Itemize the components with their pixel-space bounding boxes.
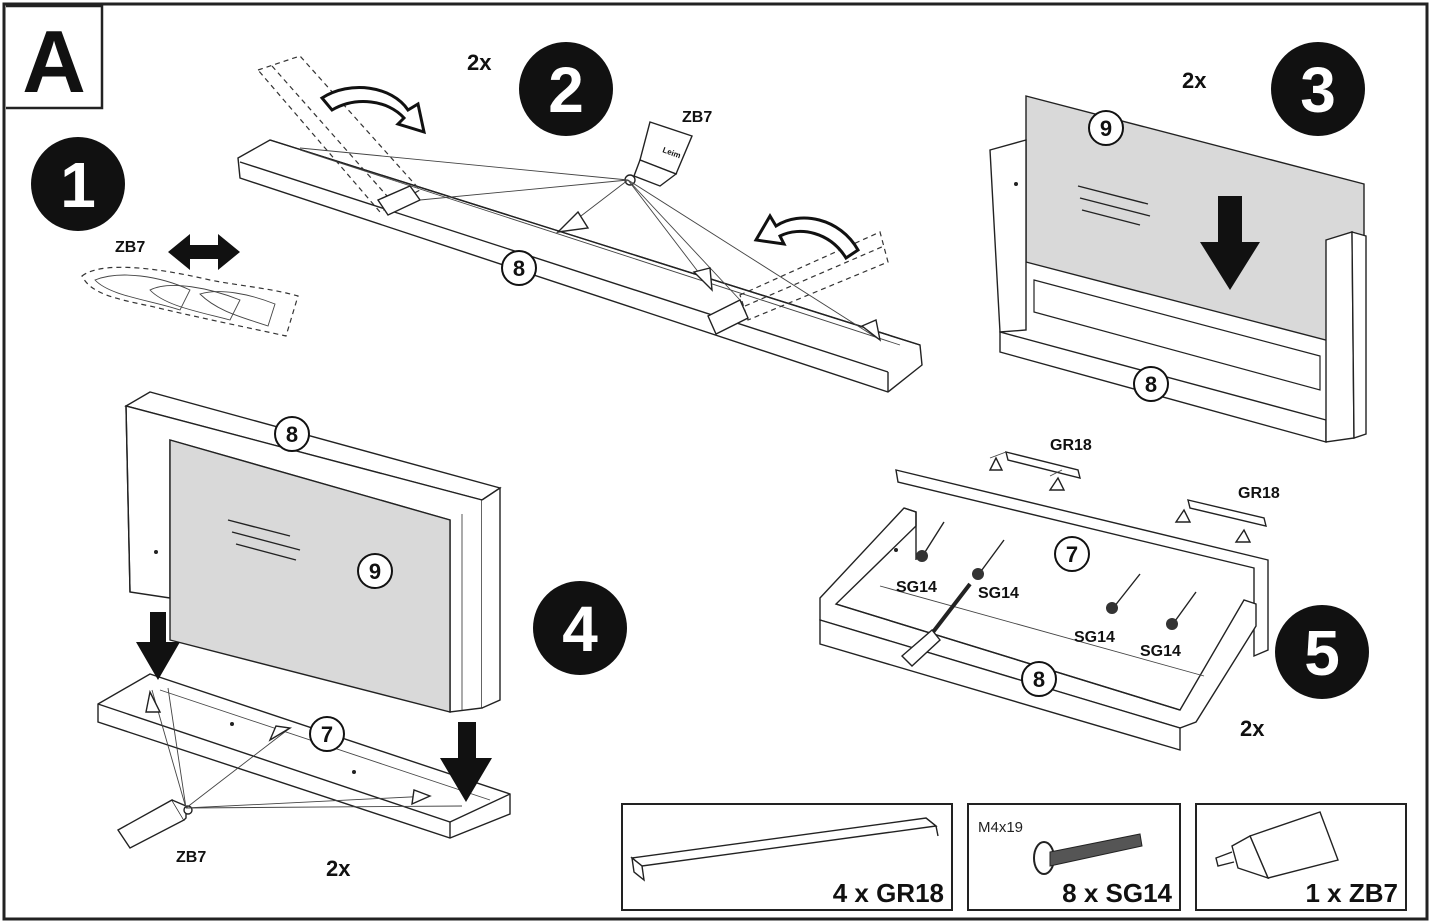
svg-text:8: 8 xyxy=(286,422,298,447)
step-2-part-label: 8 xyxy=(501,250,537,286)
section-letter-box: A xyxy=(6,4,104,111)
down-arrow-left-icon xyxy=(136,612,180,680)
step-4-glue-label: ZB7 xyxy=(176,849,206,866)
step-5-part-8-label: 8 xyxy=(1021,661,1057,697)
screw-sg14-icon xyxy=(1033,833,1143,875)
part-box-zb7: 1 x ZB7 xyxy=(1195,803,1407,911)
svg-text:8: 8 xyxy=(1145,372,1157,397)
step-3-badge: 3 xyxy=(1271,42,1365,136)
step-3: 2x 3 9 8 xyxy=(989,42,1367,443)
rail-label-left: GR18 xyxy=(1050,437,1092,454)
step-5-badge: 5 xyxy=(1275,605,1369,699)
step-3-part-8-label: 8 xyxy=(1133,366,1169,402)
back-board-part-7 xyxy=(895,469,1269,658)
upright-assembly xyxy=(124,391,502,713)
rail-part-8 xyxy=(237,139,923,393)
rotate-arrow-left-icon xyxy=(319,86,427,135)
step-3-multiplier: 2x xyxy=(1182,68,1207,93)
step-4-part-8-label: 8 xyxy=(274,416,310,452)
screw-label-4: SG14 xyxy=(1140,643,1181,660)
svg-text:8: 8 xyxy=(1033,667,1045,692)
part-sg14-quantity: 8 x SG14 xyxy=(1062,878,1172,908)
panel-lines-step3 xyxy=(1077,185,1151,226)
svg-text:8: 8 xyxy=(513,256,525,281)
section-letter: A xyxy=(22,12,86,111)
svg-text:7: 7 xyxy=(321,722,333,747)
step-2-badge: 2 xyxy=(519,42,613,136)
step-1: 1 ZB7 xyxy=(31,137,299,337)
rail-label-right: GR18 xyxy=(1238,485,1280,502)
glue-pointers-step4 xyxy=(145,687,463,809)
step-3-number: 3 xyxy=(1300,54,1336,126)
screw-icon xyxy=(916,521,1197,630)
step-2-glue-label: ZB7 xyxy=(682,109,712,126)
svg-text:9: 9 xyxy=(1100,116,1112,141)
step-2-number: 2 xyxy=(548,54,584,126)
step-3-part-9-label: 9 xyxy=(1088,110,1124,146)
end-cap-right xyxy=(707,299,749,335)
glue-tube-step4-icon xyxy=(116,799,193,849)
frame-step3 xyxy=(989,139,1367,443)
step-4: 4 xyxy=(97,391,627,881)
step-4-part-7-label: 7 xyxy=(309,716,345,752)
step-4-badge: 4 xyxy=(533,581,627,675)
step-5: 5 2x GR18 GR18 xyxy=(819,437,1369,751)
down-arrow-right-icon xyxy=(440,722,492,802)
rail-gr18-left xyxy=(988,451,1081,491)
step-5-multiplier: 2x xyxy=(1240,716,1265,741)
step-4-number: 4 xyxy=(562,593,598,665)
rotate-arrow-right-icon xyxy=(753,213,860,261)
glue-pointers xyxy=(299,147,882,342)
down-arrow-icon xyxy=(1200,196,1260,290)
step-4-part-9-label: 9 xyxy=(357,553,393,589)
glue-tube-open-icon xyxy=(81,266,299,337)
part-box-sg14: M4x19 8 x SG14 xyxy=(967,803,1181,911)
step-1-number: 1 xyxy=(60,149,96,221)
glue-tube-zb7-icon xyxy=(1215,811,1339,880)
screw-label-2: SG14 xyxy=(978,585,1019,602)
parts-list: 4 x GR18 M4x19 8 x SG14 1 x ZB7 xyxy=(621,803,1407,911)
svg-text:7: 7 xyxy=(1066,542,1078,567)
part-box-gr18: 4 x GR18 xyxy=(621,803,953,911)
step-2-multiplier: 2x xyxy=(467,50,492,75)
step-1-badge: 1 xyxy=(31,137,125,231)
part-gr18-quantity: 4 x GR18 xyxy=(833,878,944,908)
glue-tube-icon: Leim xyxy=(624,121,693,187)
screwdriver-icon xyxy=(900,582,972,667)
screw-label-1: SG14 xyxy=(896,579,937,596)
double-arrow-icon xyxy=(168,234,240,270)
step-2: 2x 2 ZB7 xyxy=(237,42,923,393)
step-5-number: 5 xyxy=(1304,617,1340,689)
end-cap-left-dashed xyxy=(256,55,421,213)
part-zb7-quantity: 1 x ZB7 xyxy=(1306,878,1399,908)
rail-gr18-right xyxy=(1174,499,1267,543)
step-1-glue-label: ZB7 xyxy=(115,239,145,256)
svg-text:9: 9 xyxy=(369,559,381,584)
step-5-part-7-label: 7 xyxy=(1054,536,1090,572)
part-sg14-size: M4x19 xyxy=(978,819,1023,836)
step-4-multiplier: 2x xyxy=(326,856,351,881)
screw-label-3: SG14 xyxy=(1074,629,1115,646)
